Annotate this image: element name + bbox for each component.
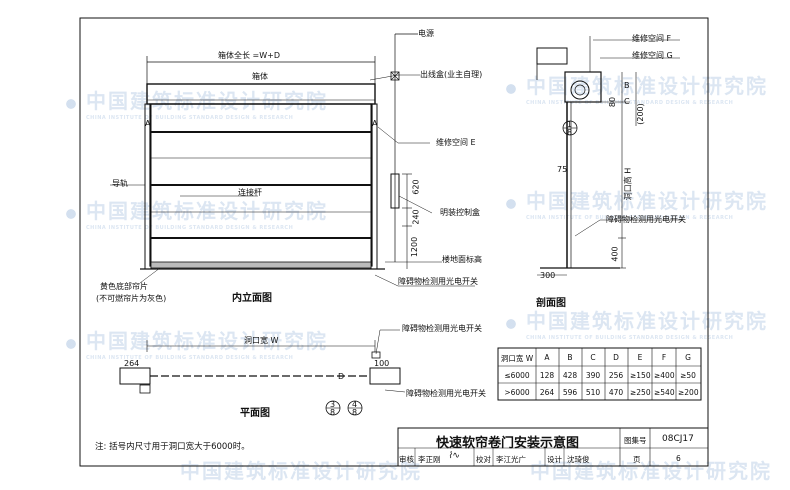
- plan-detail-a-bottom: 8: [330, 408, 336, 417]
- drawing-title: 快速软帘卷门安装示意图: [436, 436, 580, 451]
- section-title: 剖面图: [536, 298, 566, 309]
- door-box: [146, 83, 376, 105]
- plan-sensor-top-label: 障碍物检测用光电开关: [402, 324, 482, 333]
- table-cell: 264: [539, 388, 555, 397]
- page-label: 页: [633, 455, 641, 464]
- designer-name: 沈琦俊: [567, 455, 590, 464]
- table-header-d: D: [613, 353, 619, 362]
- reviewer-name: 李正刚: [418, 455, 441, 464]
- table-cell: ≥150: [630, 371, 651, 380]
- table-cell: 256: [608, 371, 624, 380]
- table-cell: 128: [539, 371, 555, 380]
- plan-title: 平面图: [240, 408, 270, 419]
- outlet-box-label: 出线盒(业主自理): [420, 70, 483, 79]
- atlas-label: 图集号: [624, 436, 647, 445]
- table-header-g: G: [685, 353, 691, 362]
- page-number: 6: [676, 454, 681, 463]
- section-sensor-label: 障碍物检测用光电开关: [606, 215, 686, 224]
- label-c: C: [624, 97, 630, 106]
- dim-80: 80: [608, 96, 618, 108]
- dim-100: 100: [374, 359, 390, 368]
- elevation-title: 内立面图: [232, 293, 272, 304]
- service-space-g-label: 维修空间 G: [632, 51, 673, 60]
- table-cell: ≥540: [654, 388, 675, 397]
- opening-width-label: 洞口宽 W: [244, 336, 279, 345]
- dim-240: 240: [411, 209, 421, 225]
- checker-name: 李江光广: [496, 455, 526, 464]
- section-detail-bottom: 8: [567, 128, 573, 137]
- plan-detail-a-top: 3: [330, 400, 336, 409]
- power-label: 电源: [418, 29, 434, 38]
- box-length-label: 箱体全长 =W+D: [218, 51, 281, 60]
- reviewer-signature: ⌇∿: [448, 451, 460, 461]
- sensor-label: 障碍物检测用光电开关: [398, 277, 478, 286]
- guide-rail-label: 导轨: [112, 179, 128, 188]
- dim-620: 620: [411, 179, 421, 195]
- table-header-a: A: [544, 353, 550, 362]
- plan-detail-b-bottom: 8: [352, 408, 358, 417]
- box-label: 箱体: [252, 72, 268, 81]
- table-header-w: 洞口宽 W: [500, 354, 534, 363]
- table-cell: ≥250: [630, 388, 651, 397]
- bottom-curtain-label: 黄色底部帘片: [100, 282, 148, 291]
- opening-height-label: 洞口高 H: [623, 167, 633, 201]
- dim-264: 264: [124, 359, 140, 368]
- table-cell: ≥400: [654, 371, 675, 380]
- floor-level-label: 楼地面标高: [442, 255, 482, 264]
- table-cell: ≥50: [680, 371, 696, 380]
- table-cell: ≤6000: [504, 371, 530, 380]
- drawing-note: 注: 括号内尺寸用于洞口宽大于6000时。: [95, 442, 250, 452]
- dim-300: 300: [540, 271, 556, 280]
- section-detail-top: 1: [567, 120, 573, 129]
- table-cell: 428: [562, 371, 578, 380]
- connecting-rod-label: 连接杆: [238, 188, 262, 197]
- atlas-number: 08CJ17: [662, 434, 694, 444]
- dim-400: 400: [610, 246, 620, 262]
- dim-1200: 1200: [410, 236, 420, 258]
- table-cell: 470: [608, 388, 624, 397]
- plan-sensor-bottom-label: 障碍物检测用光电开关: [406, 389, 486, 398]
- table-cell: 390: [585, 371, 601, 380]
- control-box-label: 明装控制盒: [440, 208, 480, 217]
- bottom-curtain-note: (不可燃帘片为灰色): [96, 294, 167, 303]
- table-header-c: C: [590, 353, 596, 362]
- table-header-b: B: [567, 353, 573, 362]
- dim-200: (200): [635, 103, 645, 125]
- table-header-f: F: [661, 353, 667, 362]
- service-space-f-label: 维修空间 F: [632, 34, 672, 43]
- axis-a-left: A: [145, 119, 151, 128]
- label-d: D: [338, 372, 345, 381]
- table-cell: >6000: [504, 388, 530, 397]
- dim-75: 75: [557, 165, 568, 174]
- review-label: 审核: [399, 455, 414, 464]
- service-space-e-label: 维修空间 E: [436, 138, 476, 147]
- check-label: 校对: [476, 455, 491, 464]
- table-cell: ≥200: [678, 388, 699, 397]
- sheet-frame: [79, 17, 709, 467]
- table-cell: 596: [562, 388, 578, 397]
- table-header-e: E: [637, 353, 643, 362]
- plan-detail-b-top: 4: [352, 400, 358, 409]
- table-cell: 510: [585, 388, 601, 397]
- axis-a-right: A: [372, 119, 378, 128]
- design-label: 设计: [547, 455, 562, 464]
- label-b: B: [624, 81, 630, 90]
